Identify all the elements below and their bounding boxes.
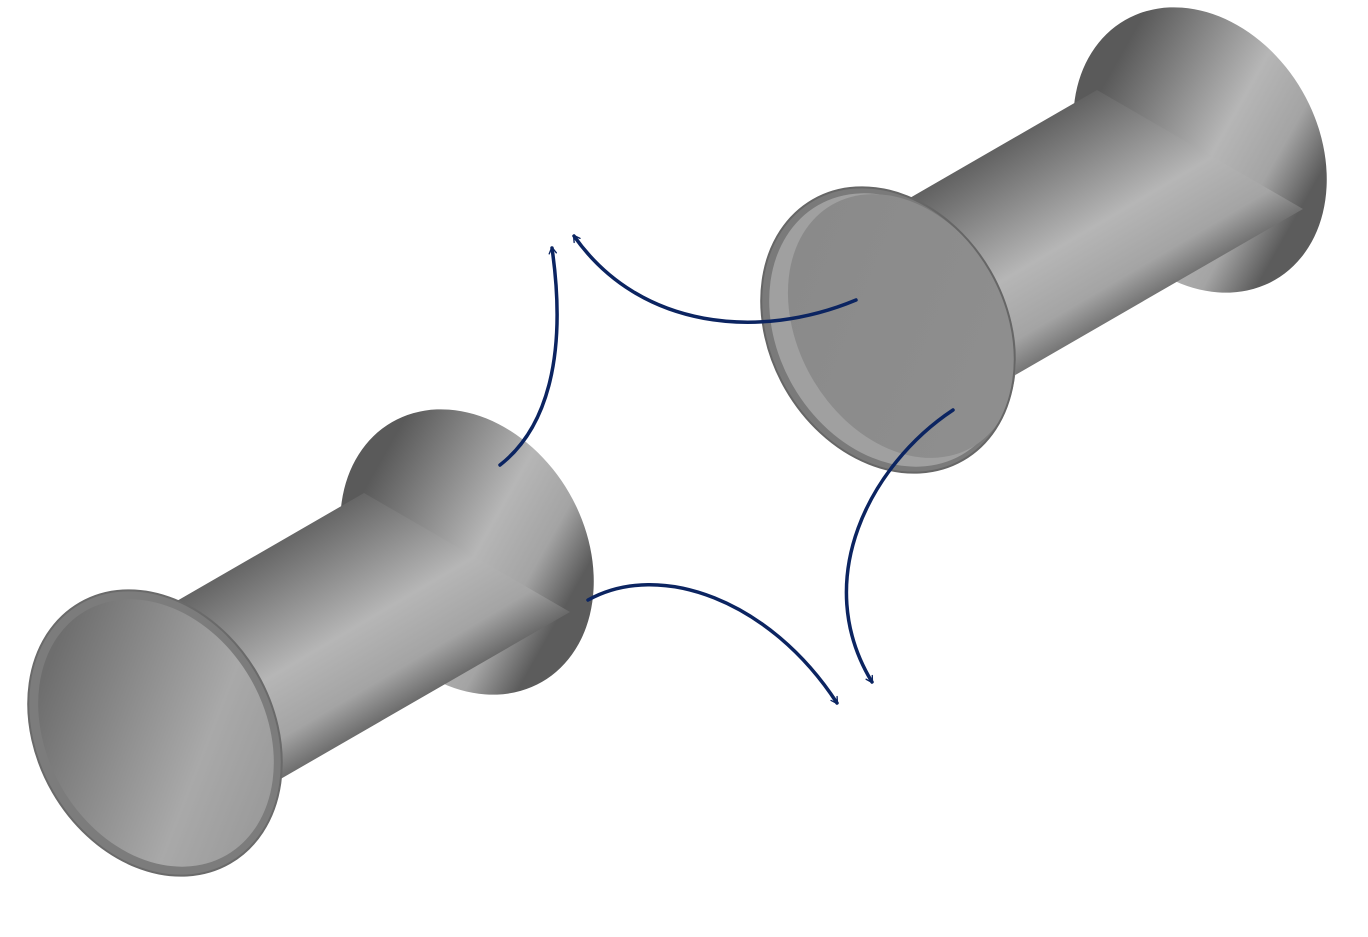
tube-right (760, 7, 1327, 474)
arrow-left-bottom (586, 583, 839, 705)
tube-right-end-face (760, 186, 1017, 474)
arrow-right-bottom (844, 408, 955, 684)
flow-arrows (498, 234, 955, 705)
arrow-left-top (498, 246, 559, 467)
arrow-right-top (572, 234, 858, 324)
tube-left-open-end (27, 589, 283, 877)
tube-left (27, 409, 594, 877)
